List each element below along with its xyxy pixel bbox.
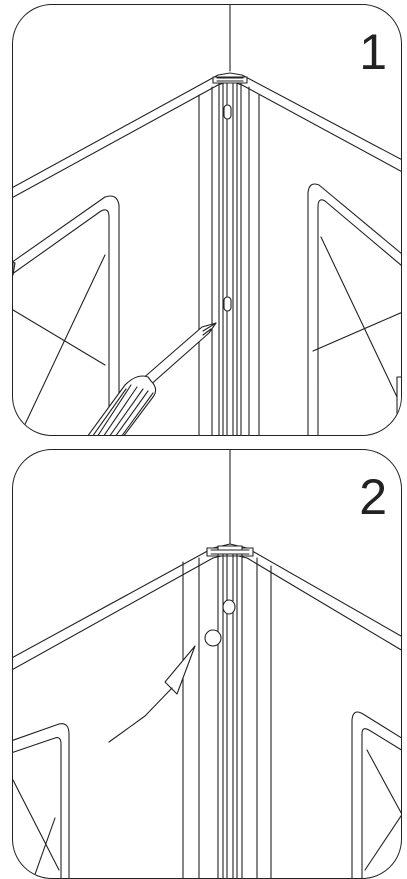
- cover-cap: [204, 629, 222, 647]
- left-door-frame: [13, 723, 70, 878]
- corner-hinge-column: [198, 82, 260, 435]
- step-2-number: 2: [359, 469, 387, 525]
- step-2-panel: 2: [12, 449, 402, 879]
- arrow-icon: [108, 645, 196, 743]
- step-1-panel: 1: [12, 4, 402, 436]
- right-door-frame: [307, 183, 401, 435]
- wall-top-edges: [13, 543, 401, 670]
- left-door-frame: [13, 195, 120, 435]
- right-door-frame: [351, 711, 401, 878]
- step-1-illustration: [13, 5, 401, 435]
- hinge-screw-top: [223, 104, 232, 120]
- wall-top-edges: [13, 72, 401, 198]
- step-2-illustration: [13, 450, 401, 878]
- step-1-number: 1: [359, 24, 387, 80]
- hinge-hole: [222, 599, 236, 615]
- screwdriver-icon: [87, 322, 217, 435]
- hinge-screw-bottom: [223, 296, 232, 312]
- corner-hinge-column: [182, 553, 272, 878]
